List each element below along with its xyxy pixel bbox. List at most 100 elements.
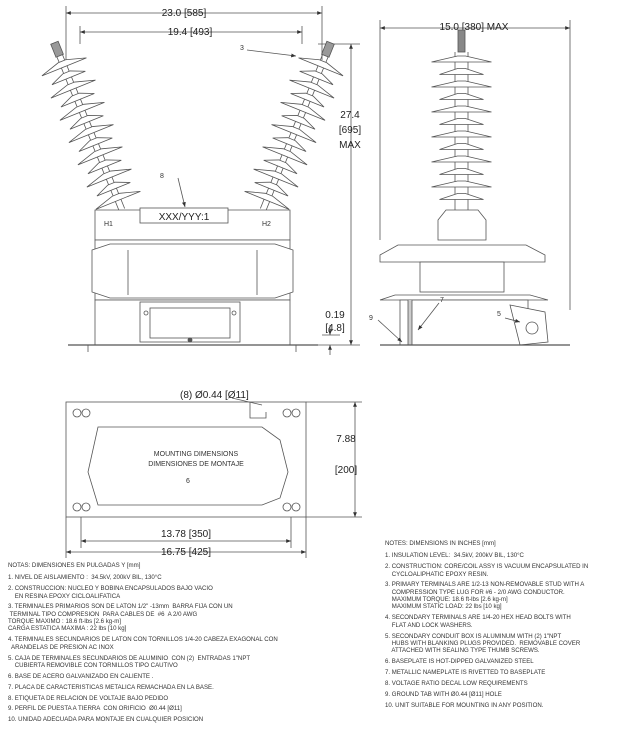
notes-spanish: NOTAS: DIMENSIONES EN PULGADAS Y [mm] 1.… — [8, 562, 303, 727]
overall-length-label: 16.75 [425] — [161, 547, 211, 558]
note-en-8: 8. VOLTAGE RATIO DECAL LOW REQUIREMENTS — [385, 679, 528, 687]
insulator-shed — [431, 180, 492, 188]
callout-5: 5 — [497, 311, 501, 318]
depth-mm: [200] — [335, 465, 357, 476]
insulator-shed — [87, 159, 122, 175]
note-es-2: 2. CONSTRUCCION: NUCLEO Y BOBINA ENCAPSU… — [8, 585, 213, 600]
insulator-shed — [69, 115, 104, 130]
note-en-4: 4. SECONDARY TERMINALS ARE 1/4-20 HEX HE… — [385, 614, 571, 629]
hole-note: (8) Ø0.44 [Ø11] — [180, 390, 249, 401]
mounting-title-es: DIMENSIONES DE MONTAJE — [148, 461, 244, 468]
note-en-3: 3. PRIMARY TERMINALS ARE 1/2-13 NON-REMO… — [385, 581, 585, 611]
callout-7: 7 — [440, 297, 444, 304]
note-en-7: 7. METALLIC NAMEPLATE IS RIVETTED TO BAS… — [385, 668, 546, 676]
side-width-label: 15.0 [380] MAX — [440, 22, 509, 33]
insulator-shed — [431, 55, 492, 63]
insulator-shed — [68, 124, 114, 143]
insulator-shed — [431, 130, 492, 138]
insulator-shed — [60, 92, 95, 108]
callout-3: 3 — [240, 45, 244, 52]
nameplate-text: XXX/YYY:1 — [159, 212, 210, 223]
insulator-shed — [281, 115, 316, 130]
insulator-shed — [299, 70, 334, 86]
notes-english-title: NOTES: DIMENSIONS IN INCHES [mm] — [385, 540, 496, 547]
insulator-shed — [51, 70, 86, 86]
insulator-shed — [290, 92, 325, 108]
overall-width-dimension — [65, 6, 323, 60]
insulator-shed — [272, 137, 307, 152]
insulator-shed — [431, 105, 492, 113]
right-bushing — [244, 40, 344, 211]
insulator-shed — [280, 101, 326, 121]
overall-height-max: MAX — [339, 140, 361, 151]
note-en-6: 6. BASEPLATE IS HOT-DIPPED GALVANIZED ST… — [385, 658, 534, 666]
note-es-1: 1. NIVEL DE AISLAMIENTO : 34.5kV, 200kV … — [8, 574, 162, 582]
overall-height-mm: [695] — [339, 125, 361, 136]
insulator-shed — [262, 146, 308, 166]
insulator-shed — [289, 79, 335, 99]
insulator-shed — [86, 168, 132, 188]
note-en-1: 1. INSULATION LEVEL: 34.5kV, 200kV BIL, … — [385, 552, 524, 560]
side-bushing-sheds — [431, 55, 492, 200]
terminal-spacing-dimension — [79, 26, 303, 44]
insulator-shed — [431, 155, 492, 163]
overall-width-label: 23.0 [585] — [162, 8, 207, 19]
note-es-6: 6. BASE DE ACERO GALVANIZADO EN CALIENTE… — [8, 672, 154, 680]
side-view: 15.0 [380] MAX 7 5 9 — [369, 20, 571, 346]
hole-spacing-label: 13.78 [350] — [161, 529, 211, 540]
insulator-shed — [271, 124, 317, 143]
insulator-shed — [253, 168, 299, 188]
terminal-h1-label: H1 — [104, 221, 113, 228]
base-gap-mm: [4.8] — [325, 323, 345, 334]
transformer-body — [68, 209, 318, 352]
note-en-5: 5. SECONDARY CONDUIT BOX IS ALUMINUM WIT… — [385, 632, 581, 655]
insulator-shed — [439, 193, 484, 200]
insulator-shed — [77, 146, 123, 166]
insulator-shed — [298, 57, 344, 77]
insulator-shed — [95, 190, 141, 210]
callout-9: 9 — [369, 315, 373, 322]
base-gap-value: 0.19 — [325, 310, 345, 321]
insulator-shed — [263, 159, 298, 175]
terminal-h2-label: H2 — [262, 221, 271, 228]
side-terminal-stud — [457, 29, 466, 53]
mounting-title-en: MOUNTING DIMENSIONS — [154, 451, 239, 458]
overall-height-value: 27.4 — [340, 110, 360, 121]
mounting-footprint — [87, 426, 289, 506]
insulator-shed — [59, 101, 105, 121]
insulator-shed — [439, 93, 484, 100]
note-en-10: 10. UNIT SUITABLE FOR MOUNTING IN ANY PO… — [385, 701, 544, 709]
note-es-4: 4. TERMINALES SECUNDARIOS DE LATON CON T… — [8, 636, 278, 651]
depth-value: 7.88 — [336, 434, 356, 445]
insulator-shed — [78, 137, 113, 152]
note-en-2: 2. CONSTRUCTION: CORE/COIL ASSY IS VACUU… — [385, 563, 589, 578]
insulator-shed — [439, 118, 484, 125]
note-es-5: 5. CAJA DE TERMINALES SECUNDARIOS DE ALU… — [8, 654, 251, 669]
left-bushing — [41, 40, 141, 211]
voltage-ratio-nameplate — [139, 207, 229, 224]
note-es-3: 3. TERMINALES PRIMARIOS SON DE LATON 1/2… — [8, 603, 233, 633]
note-es-7: 7. PLACA DE CARACTERISTICAS METALICA REM… — [8, 683, 214, 691]
insulator-shed — [244, 190, 290, 210]
front-view: 23.0 [585] 19.4 [493] 3 27.4 [695] MAX 0… — [41, 6, 361, 355]
insulator-shed — [439, 68, 484, 75]
note-es-10: 10. UNIDAD ADECUADA PARA MONTAJE EN CUAL… — [8, 716, 204, 724]
note-es-8: 8. ETIQUETA DE RELACION DE VOLTAJE BAJO … — [8, 694, 169, 702]
terminal-spacing-label: 19.4 [493] — [168, 27, 213, 38]
insulator-shed — [96, 181, 131, 197]
insulator-shed — [431, 80, 492, 88]
insulator-shed — [254, 181, 289, 197]
baseplate-outline — [65, 401, 307, 518]
insulator-shed — [50, 79, 96, 99]
note-en-9: 9. GROUND TAB WITH Ø0.44 [Ø11] HOLE — [385, 690, 502, 698]
overall-height-dimension — [318, 43, 360, 346]
notes-spanish-title: NOTAS: DIMENSIONES EN PULGADAS Y [mm] — [8, 562, 141, 569]
insulator-shed — [41, 57, 87, 77]
callout-6: 6 — [186, 478, 190, 485]
plan-view: (8) Ø0.44 [Ø11] MOUNTING DIMENSIONS DIME… — [65, 390, 362, 558]
notes-english: NOTES: DIMENSIONS IN INCHES [mm] 1. INSU… — [385, 540, 615, 713]
callout-8: 8 — [160, 173, 164, 180]
insulator-shed — [439, 168, 484, 175]
insulator-shed — [439, 143, 484, 150]
note-es-9: 9. PERFIL DE PUESTA A TIERRA CON ORIFICI… — [8, 705, 182, 713]
